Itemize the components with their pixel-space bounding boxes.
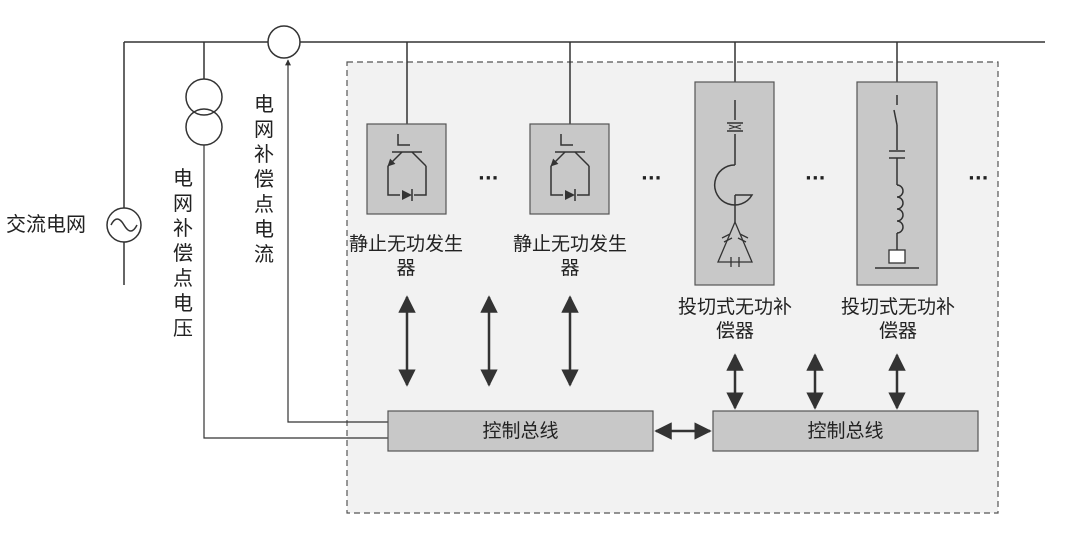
tsc2-label: 投切式无功补偿器	[840, 296, 955, 342]
switched-compensator-2	[856, 81, 938, 286]
current-transformer-icon	[267, 25, 301, 59]
control-bus-1-label: 控制总线	[482, 420, 559, 442]
voltage-signal-line	[203, 145, 388, 439]
tsc1-label: 投切式无功补偿器	[677, 296, 792, 342]
ellipsis-4: ···	[968, 168, 989, 189]
ac-grid-label: 交流电网	[6, 212, 86, 236]
current-signal-line	[285, 59, 388, 423]
svg1-label: 静止无功发生器	[348, 233, 463, 279]
control-bus-1-box	[387, 410, 654, 452]
ellipsis-1: ···	[478, 168, 499, 189]
ellipsis-3: ···	[805, 168, 826, 189]
voltage-label: 电网补偿点电压	[173, 166, 193, 340]
ellipsis-2: ···	[641, 168, 662, 189]
switched-compensator-1	[694, 81, 775, 286]
voltage-transformer-icon	[185, 78, 223, 146]
control-bus-2-label: 控制总线	[807, 420, 884, 442]
ac-source-icon	[106, 207, 142, 243]
svg2-label: 静止无功发生器	[512, 233, 627, 279]
current-label: 电网补偿点电流	[254, 92, 274, 266]
control-bus-2-box	[712, 410, 979, 452]
